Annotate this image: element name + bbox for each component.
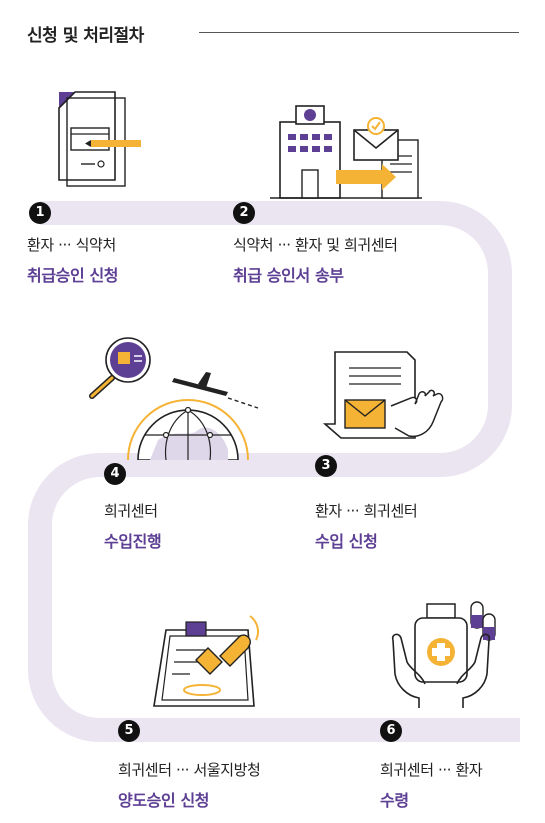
document-pen-icon [58,91,141,187]
header-divider [199,32,519,33]
step-5-number: 5 [118,720,140,742]
building-mail-icon [270,105,422,199]
magnifier-globe-plane-icon [89,337,259,460]
step-6-actors: 희귀센터 ··· 환자 [380,761,483,779]
step-5-actors: 희귀센터 ··· 서울지방청 [118,761,261,779]
step-3-title: 수입 신청 [315,532,378,551]
section-header: 신청 및 처리절차 [27,18,519,48]
section-title: 신청 및 처리절차 [27,26,144,46]
step-4-actors: 희귀센터 [104,502,158,520]
medicine-hands-icon [391,601,496,708]
step-3-actors: 환자 ··· 희귀센터 [315,502,418,520]
step-6-title: 수령 [380,791,409,810]
step-2-title: 취급 승인서 송부 [233,266,344,285]
step-4-number: 4 [104,463,126,485]
step-1-actors: 환자 ··· 식약처 [27,236,116,254]
step-2-number: 2 [233,202,255,224]
step-2-actors: 식약처 ··· 환자 및 희귀센터 [233,236,398,254]
step-4-title: 수입진행 [104,532,162,551]
step-5-title: 양도승인 신청 [118,791,210,810]
step-1-title: 취급승인 신청 [27,266,119,285]
step-1-number: 1 [29,202,51,224]
letter-hand-icon [322,351,444,439]
step-3-number: 3 [315,455,337,477]
stamp-clipboard-icon [153,615,259,707]
step-6-number: 6 [380,720,402,742]
